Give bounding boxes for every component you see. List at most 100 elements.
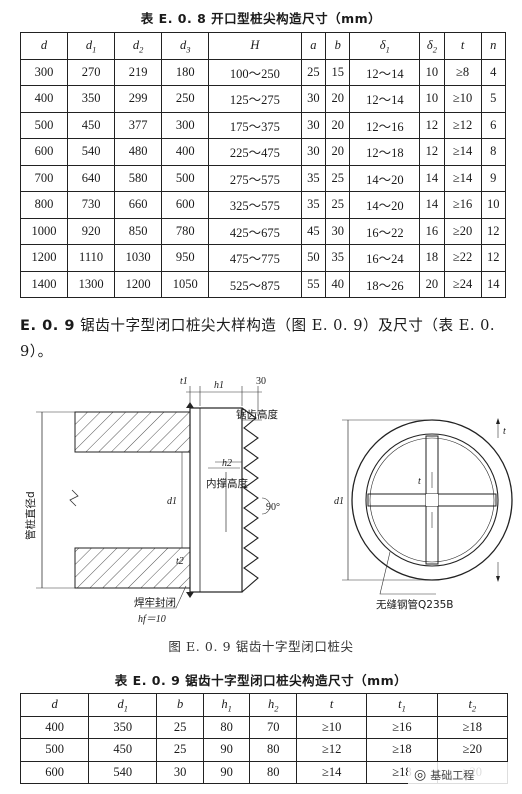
table-cell: 8 <box>480 138 506 166</box>
table-cell: 850 <box>114 217 163 245</box>
table-cell: 700 <box>19 164 69 192</box>
table-cell: 90 <box>202 738 251 762</box>
table-e09-header-cell: t1 <box>366 693 438 717</box>
table-cell: 12 <box>480 244 506 272</box>
table-e09-header-cell: h1 <box>202 693 251 717</box>
table-e08-title: 表 E. 0. 8 开口型桩尖构造尺寸（mm） <box>140 11 382 26</box>
table-cell: 12 <box>419 138 445 166</box>
table-cell: 377 <box>114 111 163 139</box>
label-t-center: t <box>418 476 421 487</box>
table-cell: 350 <box>88 715 158 740</box>
table-cell: 12～14 <box>349 58 421 86</box>
table-cell: 20 <box>325 138 351 166</box>
table-cell: 5 <box>480 85 506 113</box>
label-d1-end-view: d1 <box>334 496 344 507</box>
table-cell: 180 <box>161 58 210 86</box>
table-cell: 35 <box>325 244 351 272</box>
table-cell: 50 <box>300 244 327 272</box>
table-cell: 730 <box>67 191 116 219</box>
label-t2: t2 <box>176 556 184 567</box>
table-cell: 16～24 <box>349 244 421 272</box>
label-weld-seal: 焊牢封闭 <box>134 596 176 609</box>
table-e09-header-cell: t <box>296 693 368 717</box>
table-e08-header-cell: n <box>480 32 506 60</box>
table-cell: 540 <box>88 760 158 785</box>
table-cell: 18 <box>419 244 445 272</box>
watermark-text: 基础工程 <box>430 769 475 782</box>
table-cell: 12～18 <box>349 138 421 166</box>
table-e08-header-cell: d <box>19 32 69 60</box>
table-cell: 14～20 <box>349 164 421 192</box>
table-cell: ≥14 <box>443 164 482 192</box>
table-cell: 40 <box>325 270 351 298</box>
table-cell: 25 <box>156 738 204 762</box>
table-cell: 450 <box>88 738 158 762</box>
label-90deg: 90° <box>266 502 280 513</box>
table-cell: 25 <box>325 164 351 192</box>
table-cell: 500 <box>19 738 90 762</box>
table-cell: 25 <box>325 191 351 219</box>
table-cell: 20 <box>325 85 351 113</box>
table-cell: 35 <box>300 191 327 219</box>
table-cell: 500 <box>19 111 69 139</box>
table-cell: 30 <box>300 85 327 113</box>
table-cell: ≥24 <box>443 270 482 298</box>
table-e09-title: 表 E. 0. 9 锯齿十字型闭口桩尖构造尺寸（mm） <box>114 673 408 688</box>
label-t-right: t <box>503 426 506 437</box>
label-pile-diameter: 管桩直径d <box>24 491 37 540</box>
table-cell: 500 <box>161 164 210 192</box>
table-cell: 6 <box>480 111 506 139</box>
table-cell: 12～14 <box>349 85 421 113</box>
table-cell: 480 <box>114 138 163 166</box>
table-cell: ≥10 <box>443 85 482 113</box>
table-e09-header-cell: h2 <box>249 693 298 717</box>
table-cell: 450 <box>67 111 116 139</box>
label-h2: h2 <box>222 458 232 469</box>
table-cell: 12 <box>480 217 506 245</box>
table-cell: 400 <box>19 715 90 740</box>
table-e09-header-cell: d1 <box>88 693 158 717</box>
table-cell: 300 <box>19 58 69 86</box>
table-cell: ≥14 <box>296 760 368 785</box>
table-cell: 14 <box>419 191 445 219</box>
table-e08-header-cell: t <box>443 32 482 60</box>
table-cell: 35 <box>300 164 327 192</box>
table-cell: ≥18 <box>436 715 509 740</box>
table-cell: 1300 <box>67 270 116 298</box>
table-cell: ≥14 <box>443 138 482 166</box>
section-text: 锯齿十字型闭口桩尖大样构造（图 E. 0. 9）及尺寸（表 E. 0. 9）。 <box>20 317 496 360</box>
table-cell: 475～775 <box>208 244 302 272</box>
table-cell: 80 <box>202 715 251 740</box>
table-cell: 90 <box>202 760 251 785</box>
table-cell: 14 <box>480 270 506 298</box>
table-cell: 9 <box>480 164 506 192</box>
table-cell: 30 <box>300 111 327 139</box>
wechat-icon: ◎ <box>414 767 427 783</box>
table-cell: 55 <box>300 270 327 298</box>
table-cell: 80 <box>249 760 298 785</box>
table-cell: 425～675 <box>208 217 302 245</box>
table-cell: 1400 <box>19 270 69 298</box>
table-cell: ≥10 <box>296 715 368 740</box>
table-cell: ≥22 <box>443 244 482 272</box>
table-cell: ≥18 <box>366 738 438 762</box>
table-cell: ≥20 <box>436 738 509 762</box>
table-cell: 25 <box>300 58 327 86</box>
figure-e09-drawing: t1 h1 30 锯齿高度 h2 内撑高度 d1 90° 管桩直径d 焊牢封闭 … <box>24 376 513 625</box>
table-cell: 219 <box>114 58 163 86</box>
table-e08-header-cell: δ1 <box>349 32 421 60</box>
label-d1: d1 <box>167 496 177 507</box>
table-cell: 525～875 <box>208 270 302 298</box>
table-cell: 580 <box>114 164 163 192</box>
table-cell: 18～26 <box>349 270 421 298</box>
table-cell: 14 <box>419 164 445 192</box>
